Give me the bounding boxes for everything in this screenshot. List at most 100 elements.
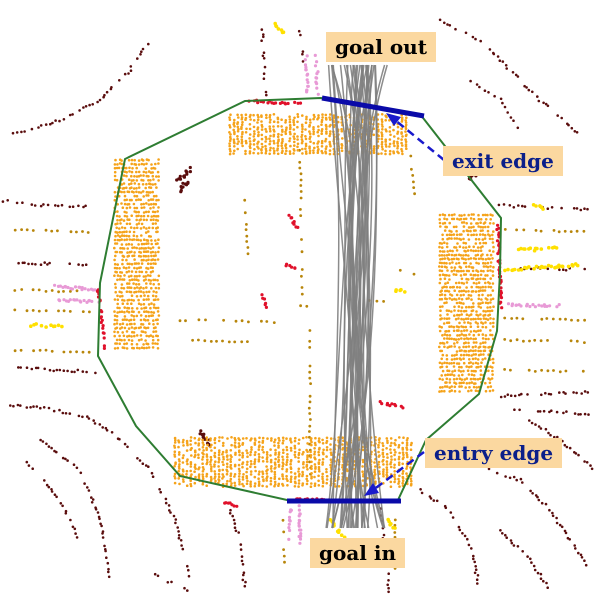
crosswalk-east-point: [455, 293, 459, 297]
crosswalk-south-point: [285, 448, 289, 452]
crosswalk-north-point: [404, 127, 408, 130]
crosswalk-south-point: [381, 444, 385, 448]
crosswalk-west-point: [116, 278, 119, 282]
crosswalk-west-point: [121, 322, 125, 326]
road-point: [583, 412, 587, 416]
crosswalk-north-point: [240, 127, 243, 130]
crosswalk-west-point: [130, 214, 133, 217]
crosswalk-east-point: [474, 273, 477, 277]
lane-point: [300, 238, 303, 241]
crosswalk-south-point: [382, 468, 385, 471]
crosswalk-south-point: [273, 475, 277, 479]
road-point: [30, 127, 34, 131]
lane-point: [308, 400, 312, 404]
crosswalk-east-point: [491, 389, 495, 392]
road-point: [573, 412, 577, 415]
crosswalk-north-point: [328, 149, 332, 152]
lane-point: [558, 370, 562, 374]
yellow-point: [516, 268, 521, 272]
crosswalk-west-point: [147, 210, 150, 214]
crosswalk-south-point: [281, 484, 285, 487]
crosswalk-east-point: [450, 294, 454, 297]
crosswalk-west-point: [133, 246, 136, 249]
lane-point: [209, 340, 213, 343]
crosswalk-west-point: [141, 323, 145, 326]
road-point: [502, 203, 506, 206]
crosswalk-north-point: [232, 138, 236, 141]
crosswalk-west-point: [133, 251, 136, 254]
crosswalk-north-point: [309, 135, 312, 138]
lane-point: [13, 349, 17, 353]
road-point: [232, 518, 236, 522]
crosswalk-north-point: [328, 118, 332, 121]
crosswalk-north-point: [384, 140, 388, 143]
crosswalk-east-point: [469, 325, 473, 329]
crosswalk-west-point: [137, 279, 140, 282]
crosswalk-north-point: [228, 152, 232, 156]
crosswalk-east-point: [472, 341, 476, 344]
yellow-point: [546, 263, 551, 268]
sidewalk-point: [510, 304, 514, 308]
yellow-point: [399, 287, 403, 292]
crosswalk-south-point: [282, 448, 285, 452]
crosswalk-south-point: [346, 469, 349, 473]
crosswalk-south-point: [201, 446, 205, 449]
crosswalk-east-point: [460, 349, 463, 352]
crosswalk-south-point: [277, 451, 281, 454]
crosswalk-north-point: [244, 149, 247, 153]
crosswalk-west-point: [127, 183, 131, 186]
crosswalk-west-point: [157, 314, 161, 317]
crosswalk-east-point: [453, 385, 457, 389]
crosswalk-north-point: [284, 121, 287, 124]
road-point: [96, 100, 99, 104]
crosswalk-south-point: [310, 472, 313, 475]
crosswalk-east-point: [452, 233, 456, 236]
crosswalk-south-point: [182, 444, 185, 447]
crosswalk-south-point: [314, 443, 317, 447]
sidewalk-point: [86, 288, 90, 292]
lane-point: [299, 184, 303, 187]
crosswalk-south-point: [298, 472, 301, 476]
crosswalk-north-point: [249, 118, 252, 121]
crosswalk-south-point: [377, 450, 380, 454]
crosswalk-south-point: [301, 453, 304, 456]
crosswalk-west-point: [122, 334, 126, 338]
crosswalk-south-point: [313, 452, 316, 456]
crosswalk-north-point: [320, 120, 324, 124]
stop-point: [296, 101, 300, 105]
crosswalk-west-point: [120, 310, 124, 314]
stop-point: [292, 222, 296, 226]
road-point: [64, 509, 68, 513]
lane-point: [409, 154, 413, 158]
crosswalk-east-point: [448, 325, 451, 329]
lane-point: [203, 339, 207, 343]
crosswalk-east-point: [450, 385, 454, 388]
road-point: [262, 51, 266, 54]
crosswalk-south-point: [385, 463, 389, 466]
crosswalk-west-point: [120, 162, 123, 166]
road-point: [483, 89, 487, 92]
crosswalk-north-point: [233, 125, 236, 128]
road-point: [129, 69, 133, 72]
road-point: [548, 508, 551, 512]
road-point: [15, 131, 19, 134]
crosswalk-south-point: [261, 441, 265, 444]
crosswalk-south-point: [189, 479, 192, 483]
sidewalk-point: [519, 304, 523, 308]
sidewalk-point: [297, 514, 301, 518]
lane-point: [300, 250, 304, 254]
crosswalk-south-point: [285, 437, 288, 440]
crosswalk-south-point: [277, 441, 280, 445]
crosswalk-south-point: [289, 438, 292, 442]
crosswalk-east-point: [455, 301, 459, 305]
crosswalk-west-point: [141, 190, 145, 193]
crosswalk-east-point: [458, 245, 462, 248]
crosswalk-north-point: [308, 147, 311, 150]
crosswalk-west-point: [120, 226, 124, 229]
crosswalk-south-point: [229, 449, 233, 452]
crosswalk-east-point: [479, 277, 482, 281]
crosswalk-east-point: [438, 281, 442, 285]
crosswalk-south-point: [281, 441, 285, 445]
lane-point: [299, 178, 303, 182]
road-point: [181, 181, 185, 185]
